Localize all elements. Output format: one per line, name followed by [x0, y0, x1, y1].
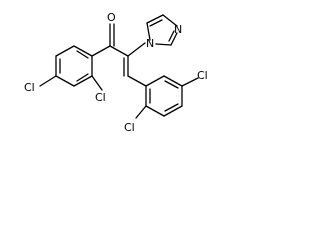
bond: [109, 45, 129, 57]
nitrogen-label: N: [146, 37, 154, 50]
chlorine-label: Cl: [95, 91, 106, 104]
bond: [127, 75, 147, 87]
bond: [135, 105, 147, 119]
bond: [162, 14, 178, 27]
bond: [155, 43, 172, 46]
bond: [145, 75, 165, 87]
bond: [39, 75, 57, 87]
left-phenyl-ring: [55, 45, 93, 87]
bond: [76, 50, 89, 59]
bond: [76, 73, 89, 82]
chlorine-label: Cl: [197, 69, 208, 82]
bond: [73, 75, 93, 87]
bond: [146, 14, 164, 24]
right-phenyl-ring: [145, 75, 183, 117]
bond: [149, 19, 163, 27]
oxygen-label: O: [107, 11, 116, 24]
bond: [91, 75, 103, 91]
bond: [168, 30, 175, 42]
chlorine-label: Cl: [124, 121, 135, 134]
bond: [127, 42, 146, 57]
chlorine-label: Cl: [24, 81, 35, 94]
bond: [181, 77, 199, 87]
structure-canvas: O N N Cl Cl Cl Cl: [0, 0, 237, 149]
bond: [170, 32, 178, 46]
bond: [163, 75, 183, 87]
bond: [55, 75, 75, 87]
bond: [145, 105, 165, 117]
bond: [164, 80, 179, 89]
bond: [55, 45, 75, 57]
bond: [164, 103, 179, 112]
bond: [91, 45, 111, 57]
bond: [73, 45, 93, 57]
bond: [163, 105, 183, 117]
bond: [146, 22, 151, 41]
chemical-structure-diagram: O N N Cl Cl Cl Cl: [24, 11, 208, 134]
nitrogen-label: N: [174, 23, 182, 36]
imidazole-ring: [146, 14, 178, 46]
